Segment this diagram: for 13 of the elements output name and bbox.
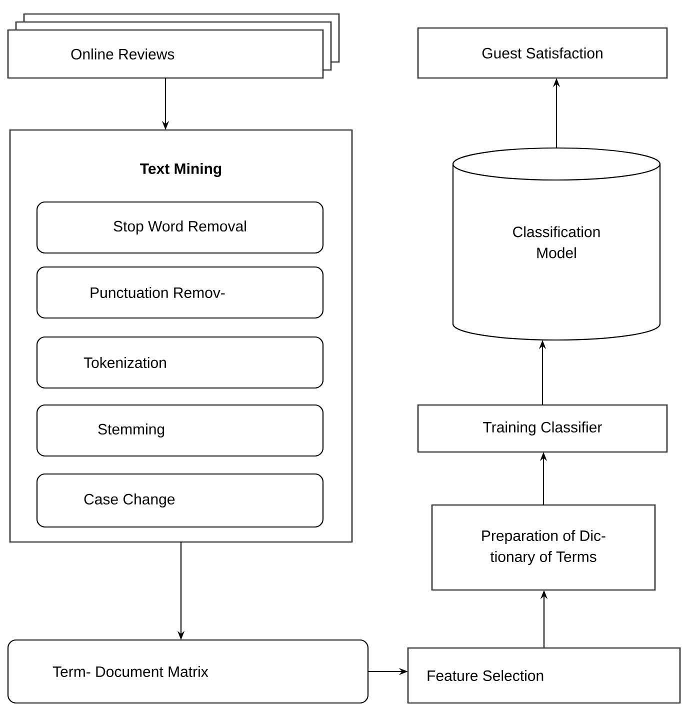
rounded-step-box: Tokenization <box>36 336 324 389</box>
database-cylinder: Classification Model <box>452 147 661 341</box>
stacked-document-box: Online Reviews <box>7 13 340 79</box>
process-box: Feature Selection <box>407 647 681 704</box>
rounded-step-box: Stemming <box>36 404 324 457</box>
rounded-step-box: Punctuation Remov- <box>36 266 324 319</box>
rounded-step-box: Term- Document Matrix <box>7 639 369 704</box>
process-box: Training Classifier <box>417 404 668 453</box>
rounded-step-box: Stop Word Removal <box>36 201 324 254</box>
node-label: Classification Model <box>513 226 600 258</box>
rounded-step-box: Case Change <box>36 473 324 528</box>
process-box: Guest Satisfaction <box>417 27 668 79</box>
process-box: Preparation of Dic- tionary of Terms <box>431 504 656 591</box>
